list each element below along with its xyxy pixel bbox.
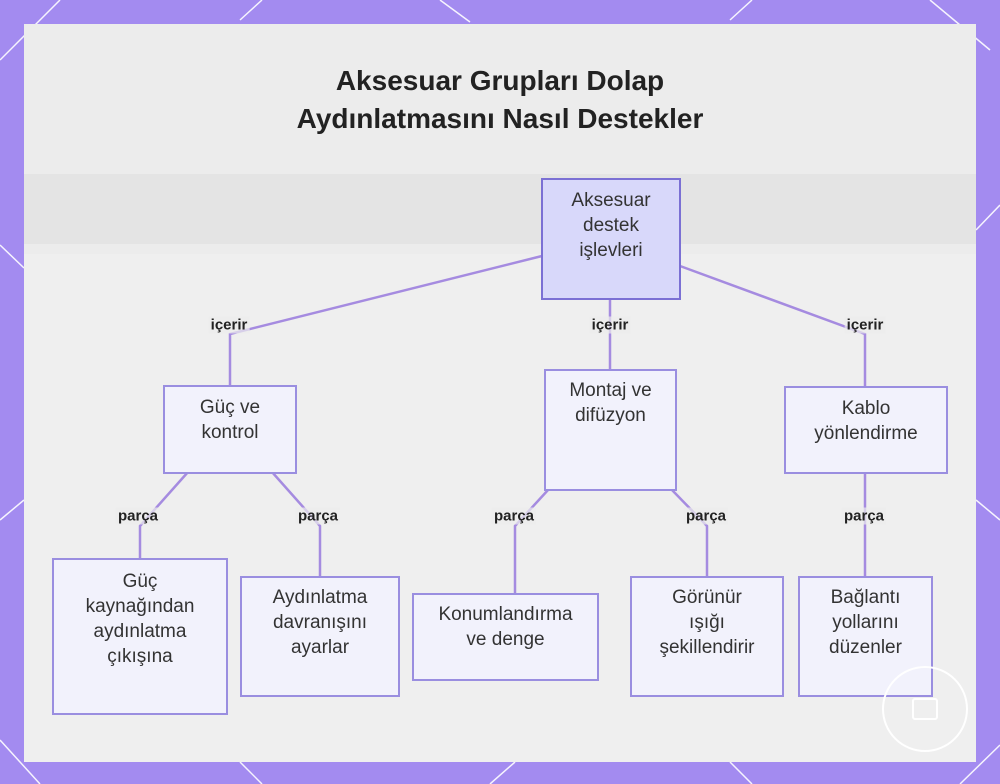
node-text: Görünür bbox=[659, 585, 754, 610]
edge-root-cable bbox=[680, 266, 865, 386]
node-text: Bağlantı bbox=[829, 585, 902, 610]
node-text: ve denge bbox=[438, 627, 572, 652]
edge-label-part: parça bbox=[684, 508, 728, 525]
node-text: şekillendirir bbox=[659, 635, 754, 660]
edge-label-contains: içerir bbox=[590, 317, 631, 334]
node-text: Aydınlatma bbox=[273, 585, 368, 610]
logo-badge bbox=[882, 666, 968, 752]
node-lighting-behavior: Aydınlatma davranışını ayarlar bbox=[240, 576, 400, 697]
node-power-output: Güç kaynağından aydınlatma çıkışına bbox=[52, 558, 228, 715]
edge-root-power bbox=[230, 256, 542, 385]
node-text: kontrol bbox=[200, 420, 260, 445]
node-root: Aksesuar destek işlevleri bbox=[541, 178, 681, 300]
node-visible-light: Görünür ışığı şekillendirir bbox=[630, 576, 784, 697]
node-mounting-diffusion: Montaj ve difüzyon bbox=[544, 369, 677, 491]
node-text: ışığı bbox=[659, 610, 754, 635]
node-text: işlevleri bbox=[571, 238, 650, 263]
node-text: Güç ve bbox=[200, 395, 260, 420]
edge-label-part: parça bbox=[296, 508, 340, 525]
node-text: yönlendirme bbox=[814, 421, 918, 446]
node-power-control: Güç ve kontrol bbox=[163, 385, 297, 474]
node-text: düzenler bbox=[829, 635, 902, 660]
node-text: difüzyon bbox=[569, 403, 651, 428]
edge-label-part: parça bbox=[842, 508, 886, 525]
node-text: ayarlar bbox=[273, 635, 368, 660]
node-text: çıkışına bbox=[86, 644, 195, 669]
edge-label-part: parça bbox=[492, 508, 536, 525]
edge-label-contains: içerir bbox=[209, 317, 250, 334]
node-text: Montaj ve bbox=[569, 378, 651, 403]
edge-label-contains: içerir bbox=[845, 317, 886, 334]
node-text: Konumlandırma bbox=[438, 602, 572, 627]
edge-label-part: parça bbox=[116, 508, 160, 525]
node-text: Kablo bbox=[814, 396, 918, 421]
edge-mounting-visible bbox=[672, 490, 707, 576]
node-positioning: Konumlandırma ve denge bbox=[412, 593, 599, 681]
edge-mounting-positioning bbox=[515, 490, 548, 593]
node-cable-routing: Kablo yönlendirme bbox=[784, 386, 948, 474]
node-text: kaynağından bbox=[86, 594, 195, 619]
node-text: aydınlatma bbox=[86, 619, 195, 644]
node-text: destek bbox=[571, 213, 650, 238]
node-text: yollarını bbox=[829, 610, 902, 635]
node-text: Aksesuar bbox=[571, 188, 650, 213]
node-text: Güç bbox=[86, 569, 195, 594]
node-text: davranışını bbox=[273, 610, 368, 635]
logo-mark-icon bbox=[912, 698, 938, 720]
